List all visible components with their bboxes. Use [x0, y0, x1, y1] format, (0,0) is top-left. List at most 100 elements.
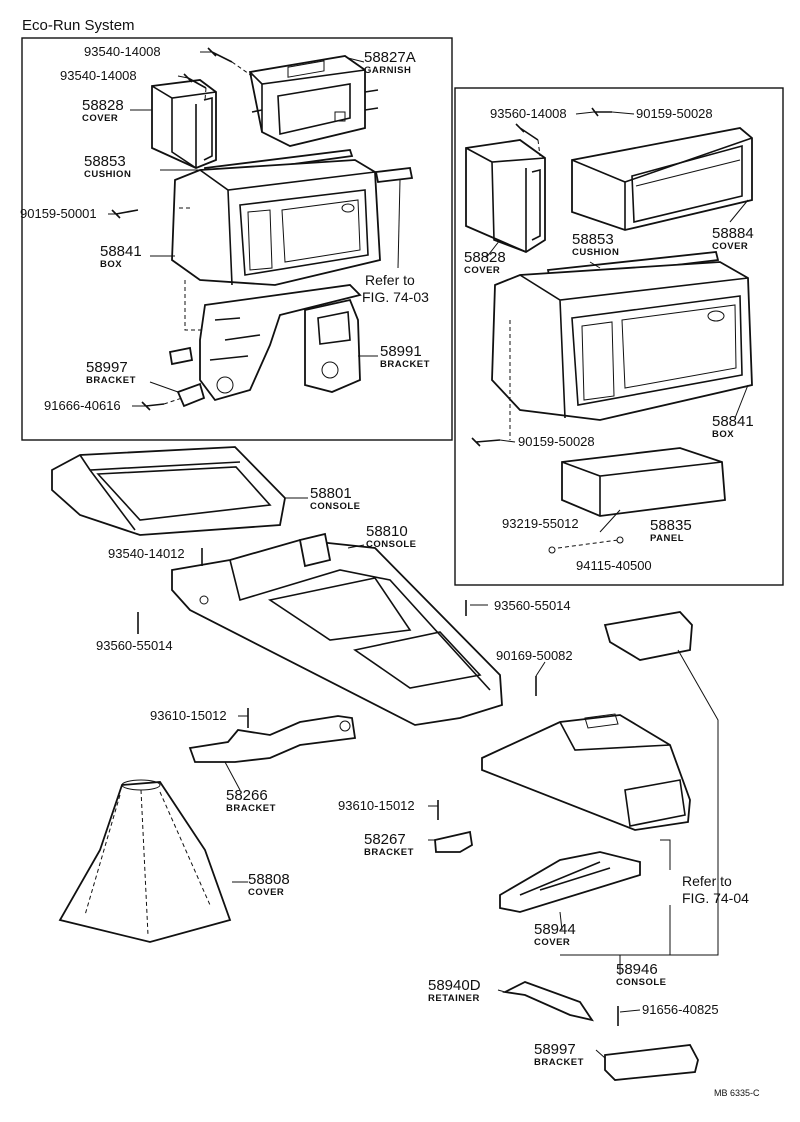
callout-p32: 58944 COVER	[534, 921, 576, 948]
callout-p34: 58940D RETAINER	[428, 977, 481, 1004]
callout-p12: 90159-50028	[636, 106, 713, 121]
part-name: PANEL	[650, 533, 684, 544]
console-58801-drawing	[51, 446, 286, 536]
callout-p28: 58266 BRACKET	[226, 787, 276, 814]
part-number: 58808	[248, 871, 290, 888]
callout-p05: 58853 CUSHION	[84, 153, 131, 180]
part-name: BRACKET	[86, 375, 136, 386]
ref-note-line2: FIG. 74-03	[362, 289, 429, 305]
part-name: BOX	[712, 429, 734, 440]
part-name: CUSHION	[572, 247, 619, 258]
callout-p36: 58997 BRACKET	[534, 1041, 583, 1068]
callout-p17: 90159-50028	[518, 434, 595, 449]
part-number: 58841	[100, 243, 142, 260]
callout-p21: 58801 CONSOLE	[310, 485, 360, 512]
part-number: 58997	[86, 359, 128, 376]
part-number: 93540-14008	[60, 68, 137, 83]
part-number: 58940D	[428, 977, 481, 994]
callout-p19: 58835 PANEL	[650, 517, 692, 544]
callout-p18: 93219-55012	[502, 516, 579, 531]
callout-p14: 58853 CUSHION	[572, 231, 619, 258]
part-number: 58801	[310, 485, 352, 502]
garnish-58827a-drawing	[248, 55, 379, 147]
part-number: 90159-50028	[636, 106, 713, 121]
callout-p15: 58828 COVER	[464, 249, 506, 276]
ref-note-line1: Refer to	[365, 272, 415, 288]
part-number: 58841	[712, 413, 754, 430]
part-number: 58810	[366, 523, 408, 540]
part-name: BRACKET	[364, 847, 414, 858]
part-number: 93610-15012	[150, 708, 227, 723]
callout-p13: 58884 COVER	[712, 225, 754, 252]
callout-p22: 58810 CONSOLE	[366, 523, 416, 550]
part-number: 94115-40500	[576, 558, 652, 573]
part-number: 58946	[616, 961, 658, 978]
part-number: 58884	[712, 225, 754, 242]
part-number: 91656-40825	[642, 1002, 719, 1017]
part-name: COVER	[464, 265, 500, 276]
callout-p10: 91666-40616	[44, 398, 121, 413]
eco-run-frame-right	[454, 87, 784, 586]
part-number: 93540-14008	[84, 44, 161, 59]
lid-refer-74-04-drawing	[603, 611, 693, 661]
part-number: 58828	[82, 97, 124, 114]
part-number: 58944	[534, 921, 576, 938]
cover-58808-drawing	[58, 779, 232, 943]
callout-p07: 58841 BOX	[100, 243, 142, 270]
retainer-58940d-drawing	[502, 981, 594, 1022]
box-58841-right-drawing	[491, 261, 753, 421]
dash-left-4	[204, 87, 207, 101]
screw-icons-right	[471, 107, 624, 554]
diagram-title: Eco-Run System	[22, 17, 135, 34]
part-name: CONSOLE	[310, 501, 360, 512]
part-number: 58853	[84, 153, 126, 170]
dash-left-5	[163, 397, 183, 405]
callout-p23: 93540-14012	[108, 546, 185, 561]
part-name: CUSHION	[84, 169, 131, 180]
drawing-code: MB 6335-C	[714, 1088, 760, 1098]
part-number: 91666-40616	[44, 398, 121, 413]
dash-left-3	[231, 61, 253, 77]
part-number: 90169-50082	[496, 648, 573, 663]
screw-icons-lower	[137, 548, 619, 1026]
part-number: 90159-50001	[20, 206, 97, 221]
part-name: COVER	[534, 937, 570, 948]
cover-58828-right-drawing	[465, 139, 546, 254]
part-name: BRACKET	[380, 359, 430, 370]
callout-p09: 58997 BRACKET	[86, 359, 136, 386]
part-number: 93219-55012	[502, 516, 579, 531]
part-number: 93560-55014	[494, 598, 571, 613]
callout-p25: 93560-55014	[96, 638, 173, 653]
leader-ref-left	[397, 179, 401, 269]
part-number: 93560-55014	[96, 638, 173, 653]
callout-p29: 93610-15012	[338, 798, 415, 813]
part-number: 58828	[464, 249, 506, 266]
part-number: 58997	[534, 1041, 576, 1058]
part-name: COVER	[712, 241, 748, 252]
part-number: 58267	[364, 831, 406, 848]
part-number: 58835	[650, 517, 692, 534]
callout-p06: 90159-50001	[20, 206, 97, 221]
console-58810-drawing	[171, 532, 503, 726]
part-name: COVER	[82, 113, 118, 124]
part-name: CONSOLE	[616, 977, 666, 988]
callout-p30: 58267 BRACKET	[364, 831, 414, 858]
panel-58835-drawing	[561, 447, 726, 517]
bracket-58266-drawing	[188, 715, 357, 763]
eco-run-frame-left	[21, 37, 453, 441]
callout-p24: 93560-55014	[494, 598, 571, 613]
part-name: BRACKET	[226, 803, 276, 814]
part-name: BOX	[100, 259, 122, 270]
bracket-58997-left-drawing	[168, 284, 362, 408]
callout-p04: 58828 COVER	[82, 97, 124, 124]
part-number: 90159-50028	[518, 434, 595, 449]
callout-p08: 58991 BRACKET	[380, 343, 430, 370]
callout-p16: 58841 BOX	[712, 413, 754, 440]
bracket-58267-drawing	[434, 830, 473, 853]
callout-p33: 58946 CONSOLE	[616, 961, 666, 988]
ref-note-line2: FIG. 74-04	[682, 890, 749, 906]
cover-58828-left-drawing	[151, 79, 217, 169]
part-number: 58827A	[364, 49, 416, 66]
leader-lines	[108, 51, 749, 1059]
